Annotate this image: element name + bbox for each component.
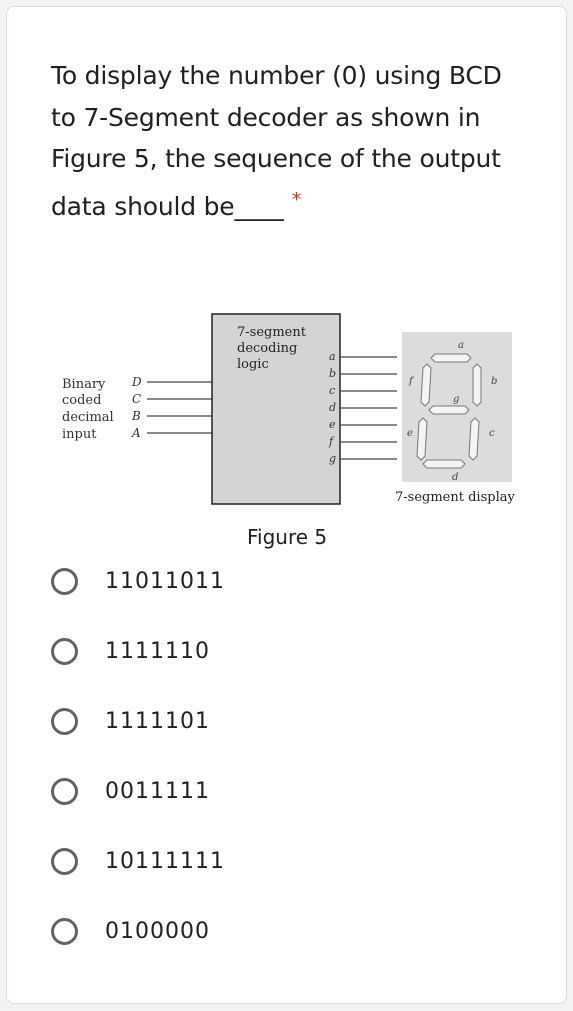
answer-option[interactable]: 11011011 xyxy=(51,561,225,601)
answer-option[interactable]: 1111101 xyxy=(51,701,210,741)
segment-label: b xyxy=(491,376,497,387)
output-letter: f xyxy=(328,435,335,448)
bcd-decoder-figure: Binary coded decimal input D C B A 7-seg… xyxy=(62,313,515,505)
decoder-box xyxy=(211,313,341,505)
option-label: 10111111 xyxy=(105,848,225,874)
option-label: 1111101 xyxy=(105,708,210,734)
radio-button[interactable] xyxy=(51,637,78,665)
output-letter: d xyxy=(329,401,336,414)
decoder-label-line: logic xyxy=(237,357,269,372)
answer-option[interactable]: 1111110 xyxy=(51,631,210,671)
input-letter: D xyxy=(131,375,142,389)
option-label: 0100000 xyxy=(105,918,210,944)
question-title: To display the number (0) using BCD to 7… xyxy=(51,55,531,227)
input-letter: A xyxy=(131,426,141,440)
question-card: To display the number (0) using BCD to 7… xyxy=(6,6,567,1004)
input-label-line: input xyxy=(62,427,97,442)
input-label-line: coded xyxy=(62,393,101,408)
radio-button[interactable] xyxy=(51,777,78,805)
option-label: 11011011 xyxy=(105,568,225,594)
option-label: 0011111 xyxy=(105,778,210,804)
input-label-line: decimal xyxy=(62,410,114,425)
answer-option[interactable]: 10111111 xyxy=(51,841,225,881)
option-label: 1111110 xyxy=(105,638,210,664)
segment-b xyxy=(472,363,482,407)
decoder-label-line: decoding xyxy=(237,341,297,356)
segment-g xyxy=(428,405,470,415)
radio-button[interactable] xyxy=(51,847,78,875)
decoder-label-line: 7-segment xyxy=(237,325,307,340)
output-letter: g xyxy=(329,452,336,465)
output-letter: b xyxy=(329,367,336,380)
output-letter: a xyxy=(329,350,336,363)
segment-c xyxy=(468,417,480,461)
segment-label: e xyxy=(407,428,413,439)
segment-a xyxy=(430,353,472,363)
segment-e xyxy=(416,417,428,461)
question-text: To display the number (0) using BCD to 7… xyxy=(51,61,502,221)
input-letter: C xyxy=(132,392,141,406)
display-label: 7-segment display xyxy=(395,490,515,505)
segment-label: c xyxy=(489,428,495,439)
radio-button[interactable] xyxy=(51,567,78,595)
figure-caption: Figure 5 xyxy=(247,525,328,549)
answer-option[interactable]: 0100000 xyxy=(51,911,210,951)
segment-label: f xyxy=(408,376,415,387)
input-label-line: Binary xyxy=(62,377,106,392)
segment-label: d xyxy=(452,472,458,483)
segment-label: a xyxy=(458,340,464,351)
radio-button[interactable] xyxy=(51,707,78,735)
segment-f xyxy=(420,363,432,407)
segment-label: g xyxy=(453,394,459,405)
required-asterisk: * xyxy=(291,188,302,211)
radio-button[interactable] xyxy=(51,917,78,945)
output-letter: e xyxy=(329,418,336,431)
answer-option[interactable]: 0011111 xyxy=(51,771,210,811)
segment-d xyxy=(422,459,466,469)
output-letter: c xyxy=(329,384,335,397)
input-letter: B xyxy=(131,409,141,423)
